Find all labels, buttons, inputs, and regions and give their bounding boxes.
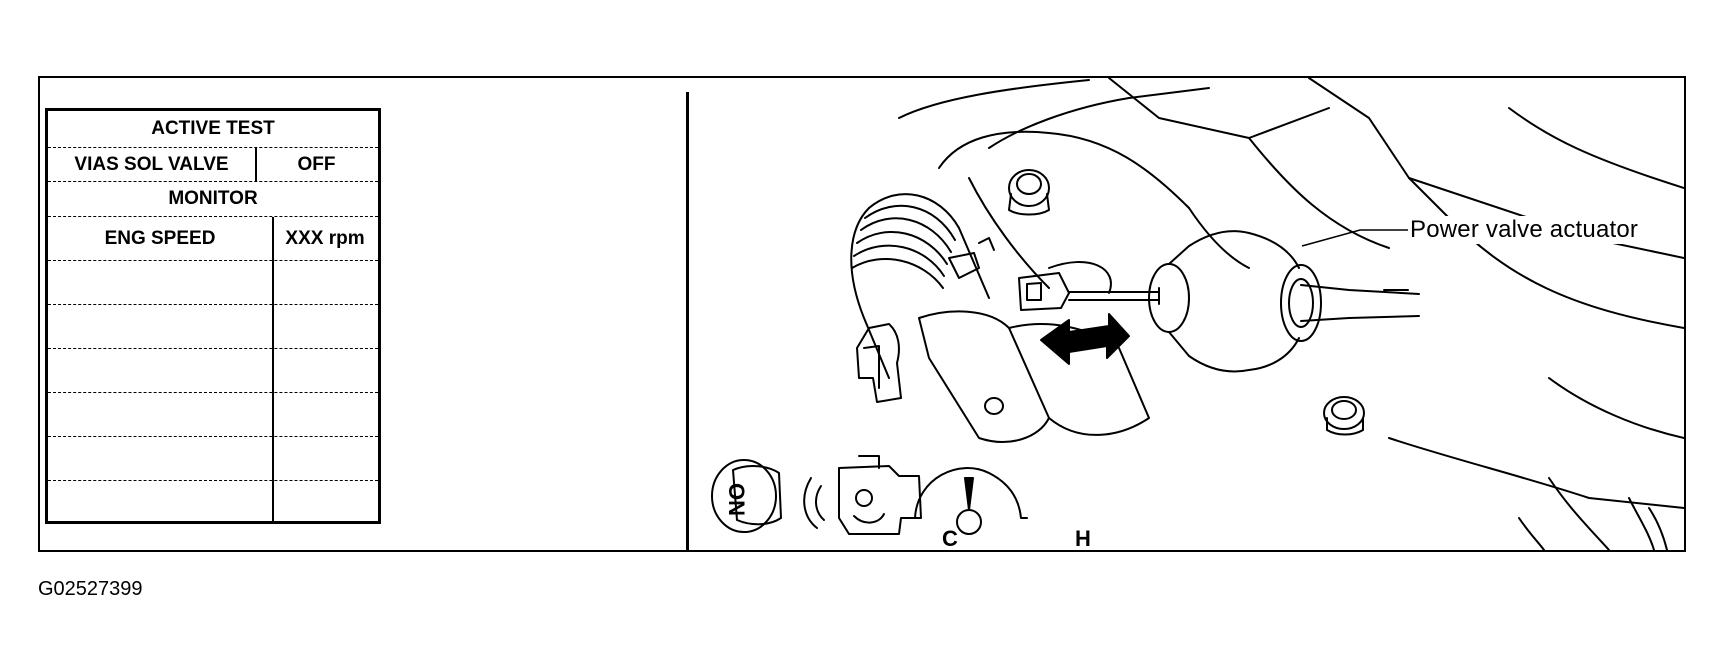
- key-on-label: ON: [724, 483, 749, 516]
- engine-illustration: ON C H: [689, 78, 1684, 550]
- monitor-empty-row: [48, 437, 378, 481]
- eng-speed-value: XXX rpm: [285, 227, 365, 249]
- figure-frame: [38, 76, 1686, 552]
- monitor-heading: MONITOR: [168, 188, 258, 209]
- ignition-key-icon: [711, 459, 782, 533]
- vias-sol-valve-label: VIAS SOL VALVE: [74, 153, 229, 175]
- bolt-bottom: [1323, 396, 1365, 436]
- monitor-empty-row: [48, 305, 378, 349]
- movement-arrow: [1040, 313, 1130, 365]
- callout-leader-line: [1301, 229, 1408, 247]
- intake-hose: [850, 193, 990, 379]
- monitor-empty-row: [48, 349, 378, 393]
- figure-id-caption: G02527399: [38, 578, 143, 600]
- vias-sol-valve-row: VIAS SOL VALVE OFF: [48, 148, 378, 182]
- consult-screen-panel: ACTIVE TEST VIAS SOL VALVE OFF MONITOR E…: [45, 108, 381, 524]
- throttle-body: [856, 237, 1150, 443]
- monitor-header-row: MONITOR: [48, 182, 378, 217]
- eng-speed-row: ENG SPEED XXX rpm: [48, 217, 378, 261]
- monitor-empty-row: [48, 261, 378, 305]
- panel-divider: [686, 92, 689, 552]
- gauge-cold-label: C: [942, 526, 958, 550]
- monitor-empty-row: [48, 393, 378, 437]
- power-valve-actuator-callout: Power valve actuator: [1408, 216, 1641, 244]
- bolt-top: [1008, 169, 1050, 216]
- power-valve-actuator: [1148, 230, 1420, 373]
- active-test-header-row: ACTIVE TEST: [48, 111, 378, 148]
- monitor-column-divider: [272, 217, 274, 521]
- engine-running-icon: [803, 455, 922, 535]
- temperature-gauge-icon: [908, 467, 1028, 535]
- vias-sol-valve-value: OFF: [297, 153, 336, 175]
- item-column-divider: [255, 148, 257, 182]
- gauge-hot-label: H: [1075, 526, 1091, 550]
- eng-speed-label: ENG SPEED: [104, 227, 216, 249]
- monitor-empty-row: [48, 481, 378, 521]
- active-test-heading: ACTIVE TEST: [151, 118, 275, 139]
- actuator-rod: [1018, 261, 1160, 311]
